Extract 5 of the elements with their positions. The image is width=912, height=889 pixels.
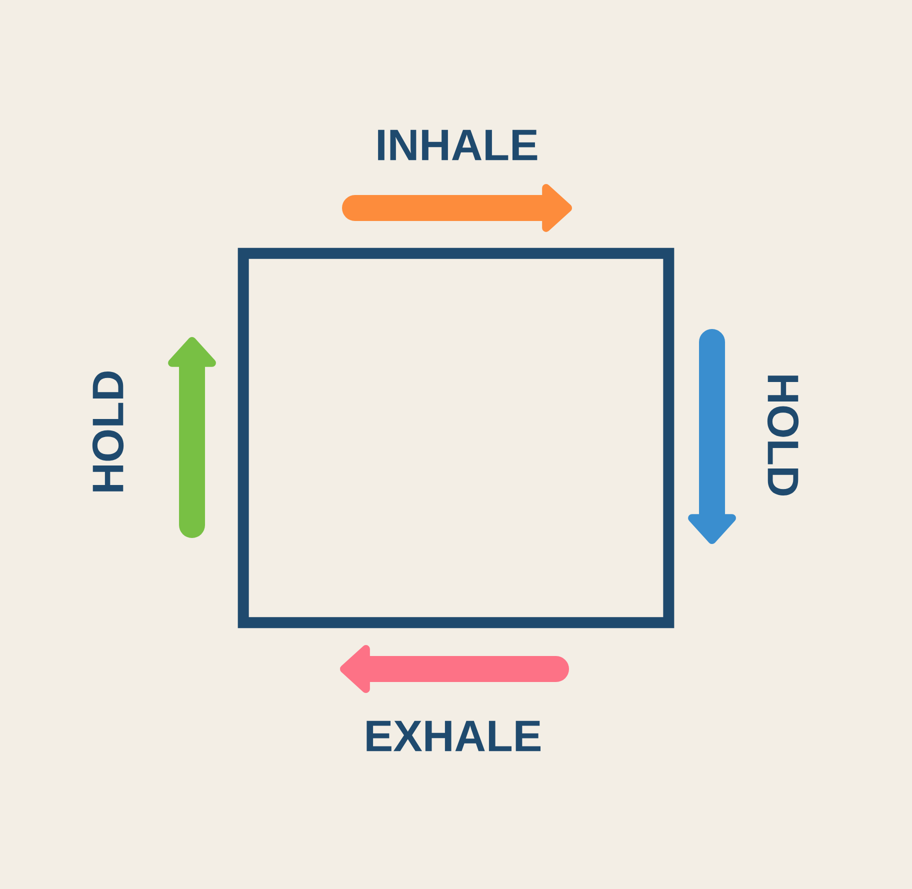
phase-label: EXHALE: [366, 720, 541, 752]
phase-label: INHALE: [378, 130, 538, 160]
phase-label: HOLD: [767, 376, 799, 496]
square-frame: [238, 248, 674, 628]
phase-label: HOLD: [92, 372, 124, 492]
